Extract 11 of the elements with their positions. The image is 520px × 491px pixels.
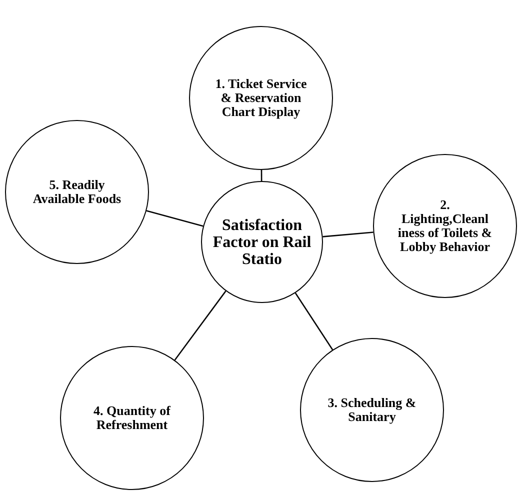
node-label: 1. Ticket Service & Reservation Chart Display [214,77,308,119]
connector-line [322,232,374,238]
connector-line [294,292,334,350]
node-label: Satisfaction Factor on Rail Statio [212,216,312,268]
connector-line [260,170,262,181]
node-label: 3. Scheduling & Sanitary [326,396,418,424]
connector-line [146,210,204,227]
node-label: 5. Readily Available Foods [32,178,122,206]
node-label: 2. Lighting,Cleanl iness of Toilets & Lobby Behavior [396,198,494,254]
node-label: 4. Quantity of Refreshment [92,404,172,432]
connector-line [174,290,226,360]
